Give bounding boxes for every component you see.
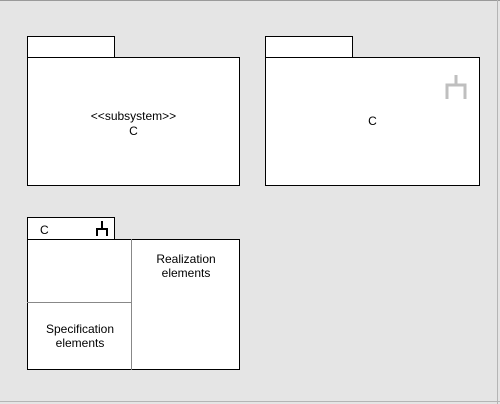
package-body <box>265 57 480 186</box>
realization-compartment-label: Realization elements <box>156 252 216 280</box>
package-body <box>27 239 240 370</box>
package-tab <box>27 36 115 58</box>
compartment-divider-horizontal <box>27 302 132 303</box>
canvas-top-border <box>0 0 500 1</box>
package-tab <box>265 36 353 58</box>
package-stereotype: <<subsystem>> <box>90 109 177 123</box>
specification-compartment-label: Specification elements <box>45 322 115 350</box>
package-name: C <box>368 114 377 128</box>
canvas-bottom-border <box>0 401 500 402</box>
package-name: C <box>40 223 49 237</box>
package-body <box>27 57 240 186</box>
package-name: C <box>129 124 138 138</box>
canvas-right-border <box>497 0 498 404</box>
fork-icon <box>445 75 467 99</box>
compartment-divider-vertical <box>131 239 132 370</box>
fork-icon <box>96 221 108 236</box>
